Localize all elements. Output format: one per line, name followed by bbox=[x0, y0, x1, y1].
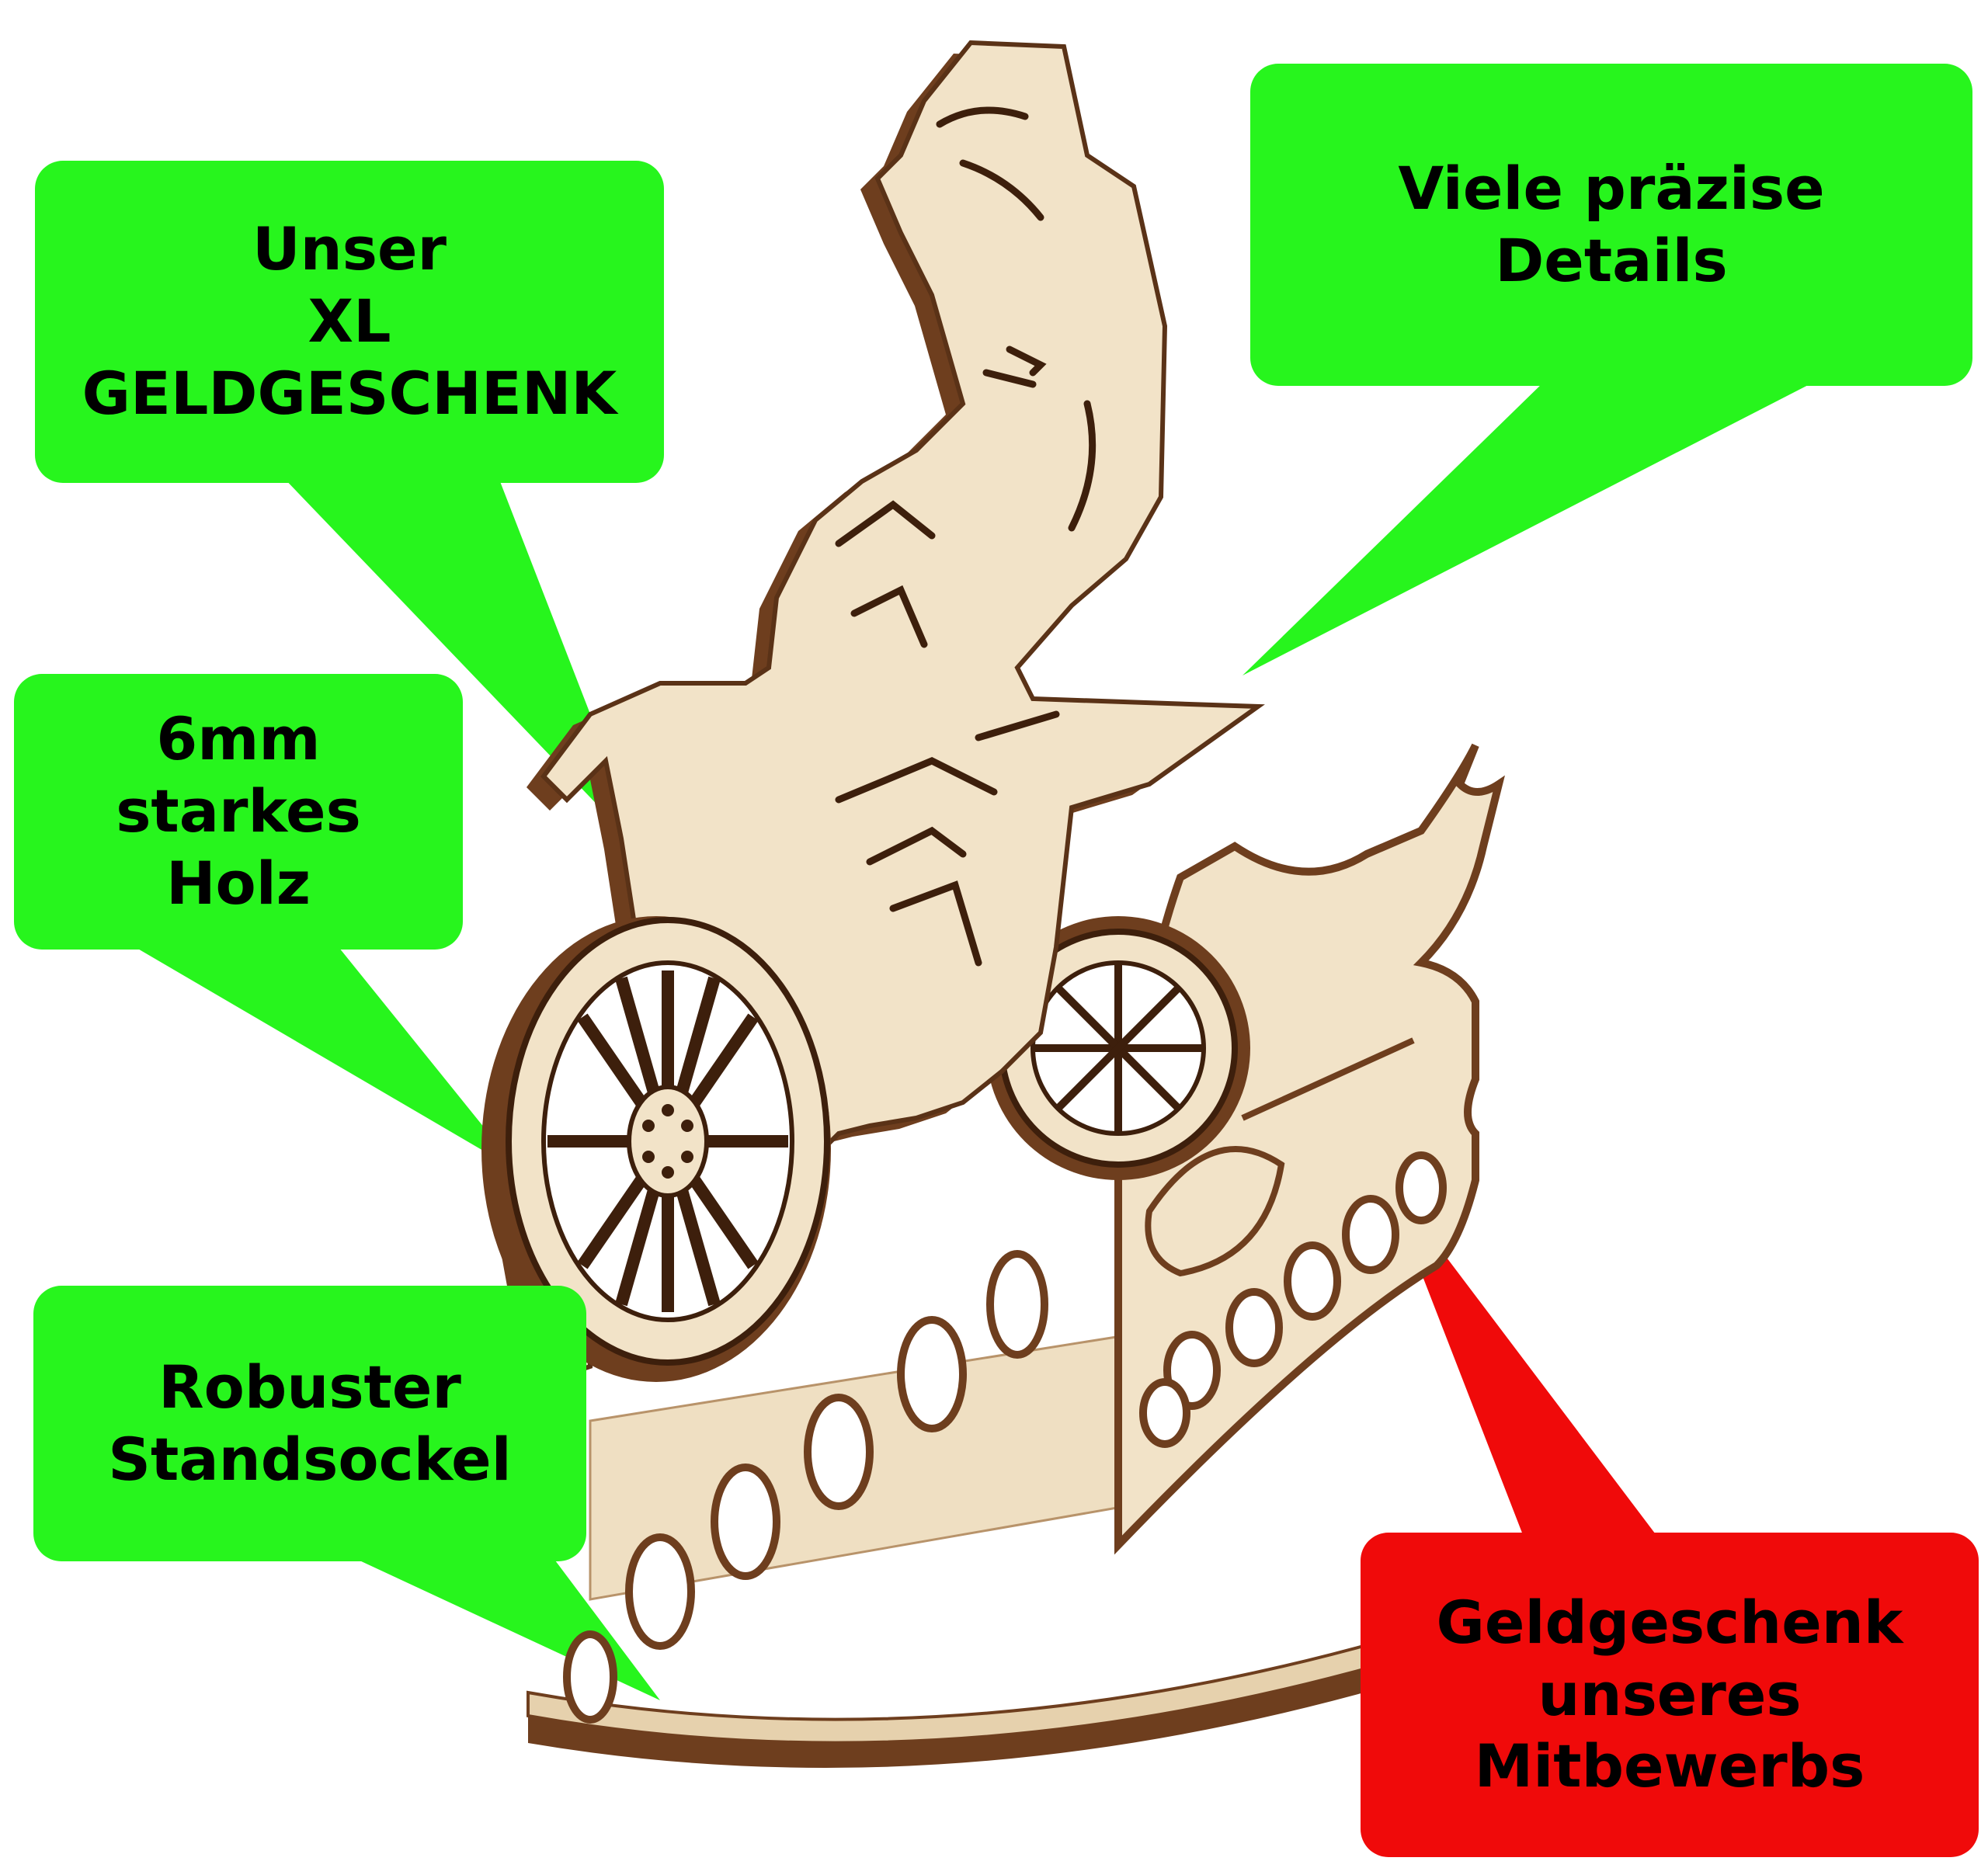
rear-wheel bbox=[986, 916, 1250, 1180]
callout-xl-line-3: GELDGESCHENK bbox=[82, 358, 617, 428]
callout-holz-line-1: 6mm bbox=[156, 704, 321, 774]
front-wheel bbox=[481, 916, 831, 1382]
callout-mitbewerb: Geldgeschenk unseres Mitbewerbs bbox=[1361, 1533, 1979, 1857]
callout-details-line-1: Viele präzise bbox=[1398, 153, 1825, 223]
callout-details: Viele präzise Details bbox=[1250, 64, 1972, 386]
front-panel-rider-bike bbox=[481, 40, 1265, 1724]
pointer-details bbox=[1242, 380, 1817, 675]
callout-sockel-line-2: Standsockel bbox=[108, 1424, 512, 1494]
callout-xl-line-1: Unser bbox=[252, 214, 447, 284]
callout-mitbewerb-line-3: Mitbewerbs bbox=[1474, 1731, 1865, 1801]
competitor-money-gift bbox=[1114, 743, 1505, 1555]
callout-mitbewerb-line-1: Geldgeschenk bbox=[1436, 1587, 1903, 1657]
callout-xl-geldgeschenk: Unser XL GELDGESCHENK bbox=[35, 161, 664, 483]
callout-holz-line-2: starkes bbox=[116, 776, 361, 846]
callout-standsockel: Robuster Standsockel bbox=[33, 1286, 586, 1561]
callout-sockel-line-1: Robuster bbox=[158, 1352, 461, 1422]
pointer-mitbewerb bbox=[1382, 1172, 1670, 1553]
callout-details-line-2: Details bbox=[1495, 225, 1728, 295]
callout-mitbewerb-line-2: unseres bbox=[1538, 1659, 1802, 1729]
callout-xl-line-2: XL bbox=[308, 286, 391, 356]
callout-holz: 6mm starkes Holz bbox=[14, 674, 463, 950]
callout-holz-line-3: Holz bbox=[165, 848, 311, 918]
pointer-holz bbox=[109, 932, 520, 1172]
